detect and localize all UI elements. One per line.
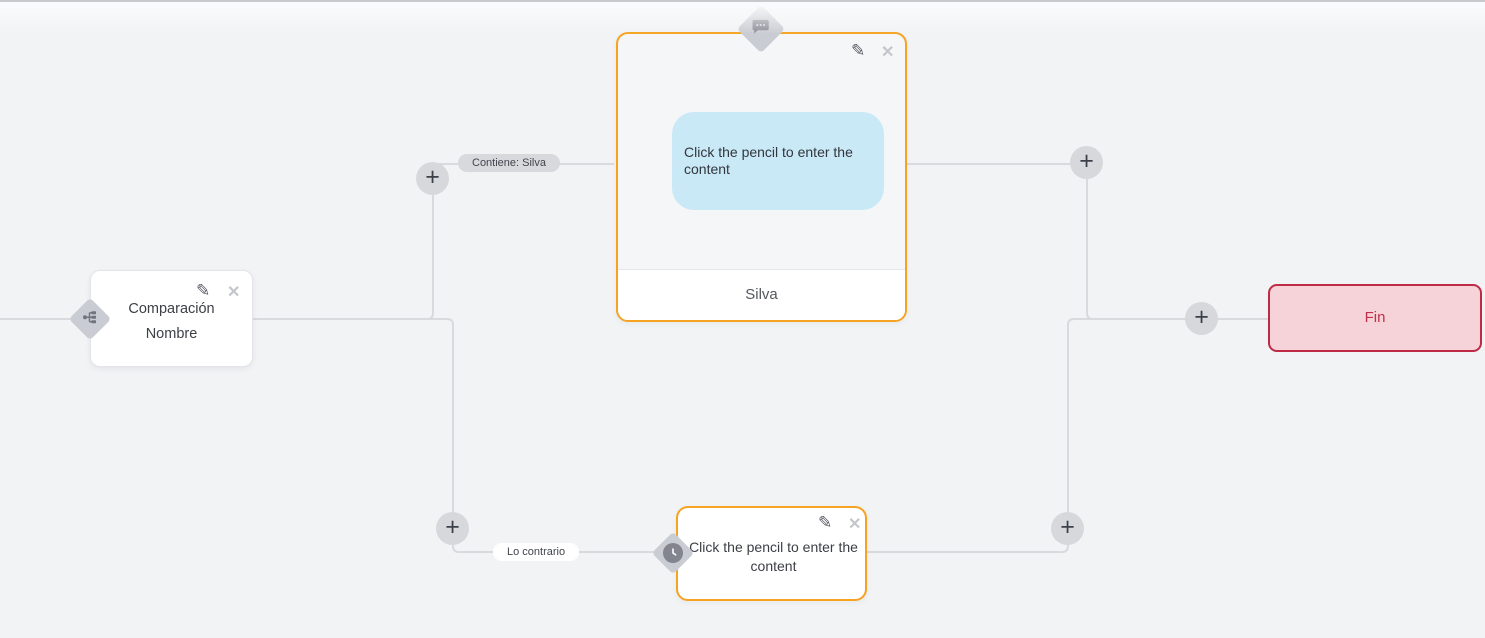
close-icon[interactable]: ✕ [881,44,895,61]
wire-message-to-end [907,163,1268,320]
branch-label-contains[interactable]: Contiene: Silva [458,154,560,172]
wire-branch-otherwise [253,318,676,553]
add-node-button-after-message[interactable]: + [1070,146,1103,179]
chat-bubble-text: Click the pencil to enter the content [684,144,853,177]
add-node-button-before-end[interactable]: + [1185,302,1218,335]
edit-icon[interactable]: ✎ [818,513,833,532]
branch-label-otherwise[interactable]: Lo contrario [493,543,580,561]
condition-node-connector[interactable] [68,297,112,341]
edit-icon[interactable]: ✎ [851,41,866,60]
delay-node-connector[interactable] [651,531,695,575]
edit-icon[interactable]: ✎ [196,281,211,300]
close-icon[interactable]: ✕ [848,516,862,533]
condition-title-line1: Comparación [128,301,215,317]
add-node-button-after-delay[interactable]: + [1051,512,1084,545]
end-node[interactable]: Fin [1268,284,1482,352]
wire-delay-to-end [867,318,1268,553]
condition-node[interactable]: ✎ ✕ Comparación Nombre [90,270,253,367]
add-node-button-branch-otherwise[interactable]: + [436,512,469,545]
clock-icon [663,543,683,563]
condition-title-line2: Nombre [145,326,198,342]
add-node-button-branch-contains[interactable]: + [416,162,449,195]
delay-node-text: Click the pencil to enter the content [689,539,858,574]
close-icon[interactable]: ✕ [227,284,241,301]
message-node-footer: Silva [618,269,905,320]
sitemap-icon [83,310,98,329]
message-node[interactable]: ✎ ✕ Click the pencil to enter the conten… [616,32,907,322]
chat-bubble: Click the pencil to enter the content [672,112,884,210]
condition-node-title: Comparación Nombre [91,297,252,347]
message-icon [752,19,770,40]
delay-node[interactable]: ✎ ✕ Click the pencil to enter the conten… [676,506,867,601]
